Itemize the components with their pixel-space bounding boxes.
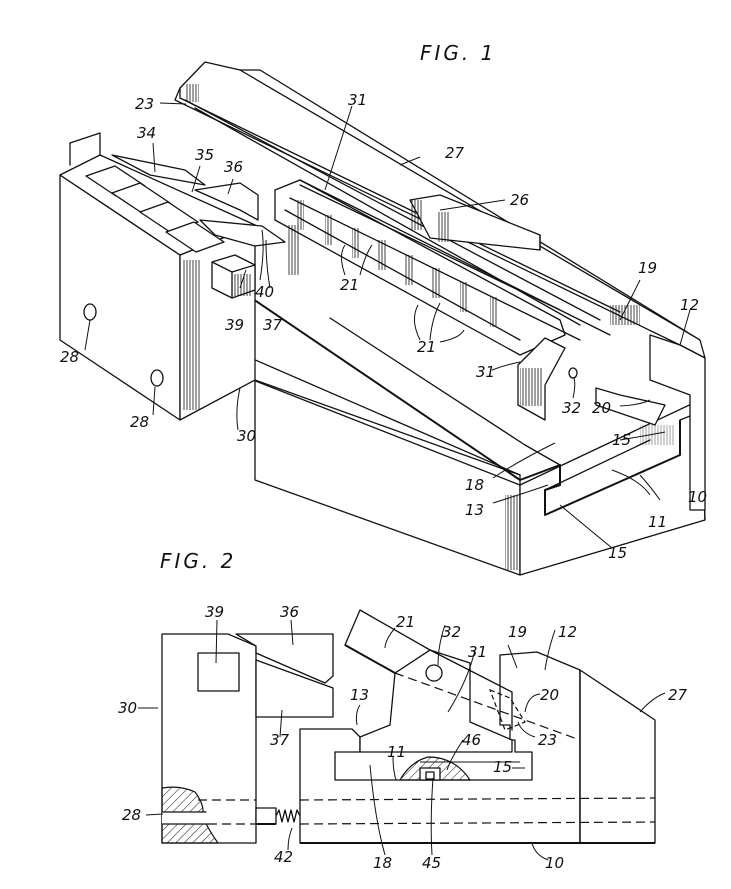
labels-fig1: 23 34 35 36 31 27 26 19 12 40 21 39 37 2… bbox=[60, 91, 707, 562]
figure-1-title: FIG. 1 bbox=[420, 41, 496, 65]
carriage-30-side bbox=[161, 633, 277, 844]
pin-hole-32 bbox=[568, 367, 578, 379]
label-13: 13 bbox=[465, 501, 484, 519]
figure-1: FIG. 1 bbox=[59, 41, 707, 576]
label-21-a: 21 bbox=[340, 276, 359, 294]
label-30: 30 bbox=[237, 427, 256, 445]
label2-19: 19 bbox=[508, 623, 527, 641]
label-28-b: 28 bbox=[130, 413, 149, 431]
label-26: 26 bbox=[510, 191, 529, 209]
label-31-bottom: 31 bbox=[476, 363, 495, 381]
label2-15: 15 bbox=[493, 758, 512, 776]
label-28-a: 28 bbox=[60, 348, 79, 366]
label-21-b: 21 bbox=[417, 338, 436, 356]
label2-10: 10 bbox=[545, 854, 564, 872]
label2-21: 21 bbox=[396, 613, 415, 631]
label2-23: 23 bbox=[538, 731, 557, 749]
base-block-10 bbox=[249, 296, 706, 576]
block-39 bbox=[197, 652, 240, 692]
label2-36: 36 bbox=[280, 603, 299, 621]
label2-37: 37 bbox=[270, 731, 290, 749]
label2-28: 28 bbox=[122, 806, 141, 824]
spring-42 bbox=[275, 809, 301, 823]
label2-46: 46 bbox=[462, 731, 481, 749]
carriage-30 bbox=[59, 132, 578, 421]
label-20: 20 bbox=[592, 399, 611, 417]
label-32: 32 bbox=[562, 399, 581, 417]
blade-assembly-31 bbox=[274, 179, 666, 426]
label-15-upper: 15 bbox=[612, 431, 631, 449]
label-31-top: 31 bbox=[348, 91, 367, 109]
figure-2-title: FIG. 2 bbox=[160, 549, 236, 573]
pivot-32 bbox=[425, 664, 443, 682]
label2-12: 12 bbox=[558, 623, 577, 641]
label-10: 10 bbox=[688, 488, 707, 506]
label2-39: 39 bbox=[205, 603, 224, 621]
label2-45: 45 bbox=[422, 854, 441, 872]
blade-segments-21 bbox=[296, 200, 498, 327]
label2-30: 30 bbox=[118, 699, 137, 717]
label-40: 40 bbox=[255, 283, 274, 301]
label-37: 37 bbox=[263, 316, 283, 334]
label2-32: 32 bbox=[442, 623, 461, 641]
figure-2: FIG. 2 bbox=[118, 549, 688, 872]
arms-36-37 bbox=[235, 633, 334, 718]
label2-20: 20 bbox=[540, 686, 559, 704]
label2-18: 18 bbox=[373, 854, 392, 872]
label-18: 18 bbox=[465, 476, 484, 494]
label2-27: 27 bbox=[668, 686, 688, 704]
label-27: 27 bbox=[445, 144, 465, 162]
label2-13: 13 bbox=[350, 686, 369, 704]
label-19: 19 bbox=[638, 259, 657, 277]
label-15-lower: 15 bbox=[608, 544, 627, 562]
label-39: 39 bbox=[225, 316, 244, 334]
label-34: 34 bbox=[137, 124, 156, 142]
base-10-side bbox=[299, 609, 656, 844]
labels-fig2: 39 36 21 32 19 12 31 27 20 30 13 37 23 1… bbox=[118, 603, 688, 872]
hole-28-b bbox=[150, 369, 164, 387]
label-12: 12 bbox=[680, 296, 699, 314]
label-11: 11 bbox=[648, 513, 667, 531]
label-36: 36 bbox=[224, 158, 243, 176]
label2-42: 42 bbox=[274, 848, 293, 866]
label2-31: 31 bbox=[468, 643, 487, 661]
leader-lines-fig1 bbox=[84, 102, 691, 549]
label-35: 35 bbox=[195, 146, 214, 164]
label-23: 23 bbox=[135, 95, 154, 113]
leader-lines-fig2 bbox=[138, 619, 666, 861]
label2-11: 11 bbox=[387, 743, 406, 761]
